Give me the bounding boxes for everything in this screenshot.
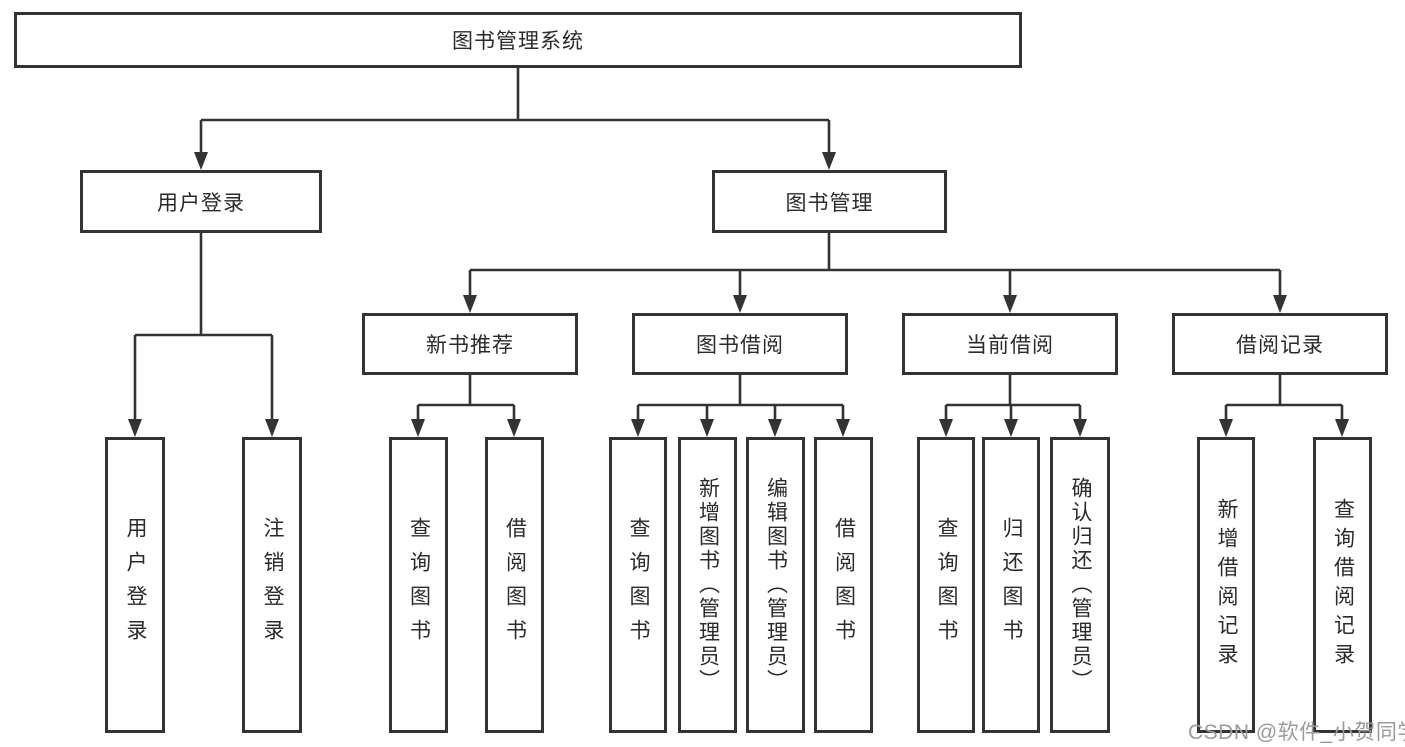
leaf-return-book: 归还图书 [982, 437, 1040, 733]
node-label: 新增图书（管理员） [696, 477, 720, 693]
node-label: 借阅记录 [1236, 334, 1324, 357]
node-label: 查询借阅记录 [1331, 498, 1355, 672]
node-label: 确认归还（管理员） [1069, 477, 1092, 693]
node-label: 图书管理 [785, 191, 874, 215]
leaf-query-books-current: 查询图书 [917, 437, 975, 733]
arrowhead-icon [1219, 419, 1233, 437]
arrowhead-icon [768, 419, 782, 437]
node-book-management: 图书管理 [712, 170, 947, 233]
node-label: 用户登录 [124, 517, 147, 653]
arrowhead-icon [128, 419, 142, 437]
leaf-query-books-borrowing: 查询图书 [609, 437, 667, 733]
arrowhead-icon [411, 419, 425, 437]
node-label: 归还图书 [1000, 517, 1023, 653]
leaf-borrow-books: 借阅图书 [814, 437, 873, 733]
node-label: 新增借阅记录 [1215, 498, 1238, 672]
node-label: 新书推荐 [426, 334, 514, 357]
node-root-system: 图书管理系统 [14, 12, 1022, 68]
node-book-borrowing: 图书借阅 [632, 313, 848, 375]
node-label: 图书借阅 [696, 334, 784, 357]
node-label: 图书管理系统 [452, 30, 584, 53]
arrowhead-icon [1003, 295, 1017, 313]
leaf-edit-book-admin: 编辑图书（管理员） [746, 437, 805, 733]
arrowhead-icon [194, 152, 208, 170]
node-label: 查询图书 [935, 517, 958, 653]
connector-path [133, 68, 1344, 423]
node-label: 用户登录 [157, 191, 245, 215]
arrowhead-icon [1273, 295, 1287, 313]
leaf-query-borrow-record: 查询借阅记录 [1313, 437, 1372, 733]
node-label: 查询图书 [627, 517, 650, 653]
node-label: 借阅图书 [503, 517, 527, 653]
node-label: 当前借阅 [966, 334, 1054, 357]
leaf-add-book-admin: 新增图书（管理员） [678, 437, 737, 733]
csdn-watermark: CSDN @软件_小贺同学 [1188, 721, 1405, 744]
arrowhead-icon [822, 152, 836, 170]
node-current-borrowing: 当前借阅 [902, 313, 1118, 375]
node-borrow-records: 借阅记录 [1172, 313, 1388, 375]
leaf-borrow-books-recommend: 借阅图书 [485, 437, 544, 733]
arrowhead-icon [939, 419, 953, 437]
leaf-add-borrow-record: 新增借阅记录 [1197, 437, 1255, 733]
leaf-user-login: 用户登录 [105, 437, 165, 733]
node-label: 编辑图书（管理员） [764, 477, 788, 693]
arrowhead-icon [507, 419, 521, 437]
arrowhead-icon [836, 419, 850, 437]
arrowhead-icon [1073, 419, 1087, 437]
arrowhead-icon [631, 419, 645, 437]
leaf-confirm-return-admin: 确认归还（管理员） [1050, 437, 1110, 733]
arrowhead-icon [1004, 419, 1018, 437]
arrowhead-icon [265, 419, 279, 437]
arrowhead-icon [1335, 419, 1349, 437]
node-label: 借阅图书 [832, 517, 856, 653]
leaf-query-books-recommend: 查询图书 [389, 437, 448, 733]
node-new-book-recommendation: 新书推荐 [362, 313, 578, 375]
node-label: 查询图书 [407, 517, 431, 653]
arrowhead-icon [463, 295, 477, 313]
arrowhead-icon [733, 295, 747, 313]
node-user-login-branch: 用户登录 [80, 170, 322, 233]
node-label: 注销登录 [261, 517, 284, 653]
arrowhead-icon [700, 419, 714, 437]
leaf-logout: 注销登录 [242, 437, 302, 733]
